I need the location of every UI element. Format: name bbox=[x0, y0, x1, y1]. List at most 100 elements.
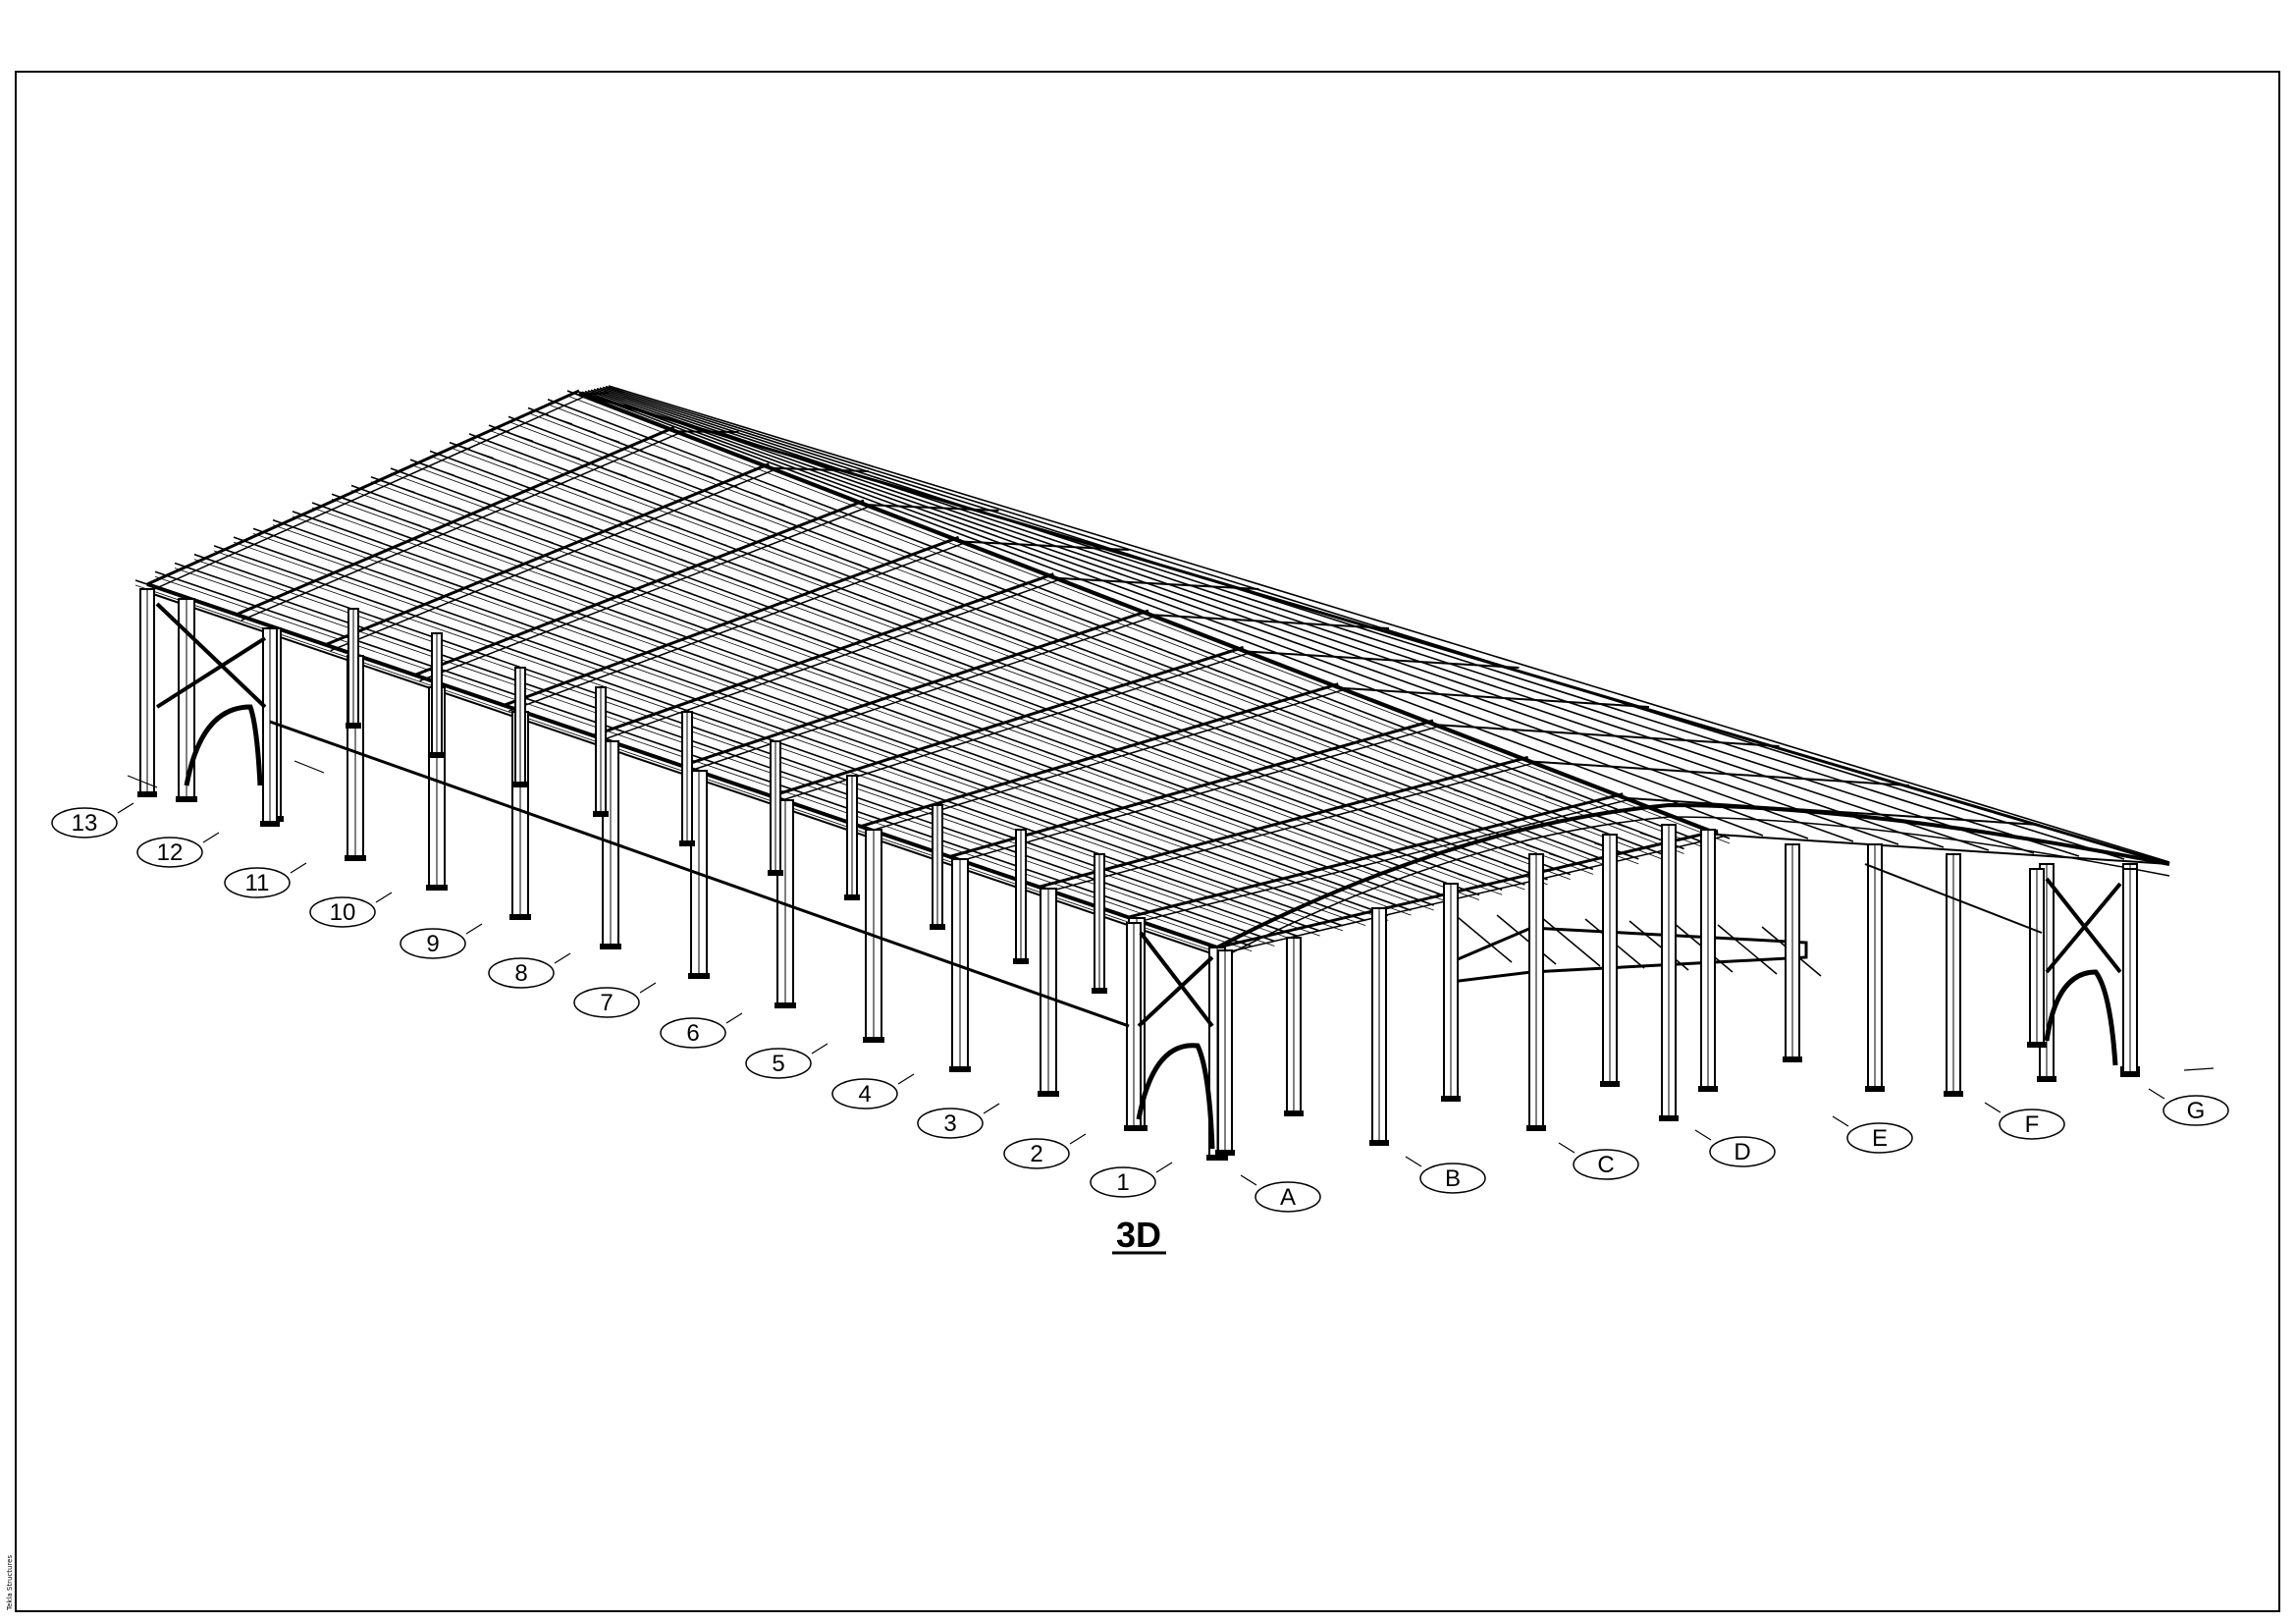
purlin-cleat bbox=[735, 727, 754, 734]
purlin-cleat bbox=[1119, 887, 1138, 894]
purlin-cleat bbox=[459, 477, 478, 485]
back-purlin bbox=[590, 389, 1899, 845]
purlin-cleat bbox=[351, 593, 370, 601]
purlin-cleat bbox=[517, 561, 537, 568]
purlin-cleat bbox=[558, 545, 577, 552]
grid-row-4-label: 4 bbox=[858, 1081, 871, 1108]
purlin-cleat bbox=[222, 578, 240, 586]
purlin-cleat bbox=[586, 585, 606, 593]
front-column-base-plate bbox=[509, 914, 531, 920]
purlin-cleat bbox=[861, 534, 880, 542]
grid-col-B-leader bbox=[1405, 1156, 1422, 1167]
purlin-cleat bbox=[1141, 868, 1160, 876]
purlin-cleat bbox=[261, 562, 281, 569]
purlin-cleat bbox=[645, 695, 664, 703]
grid-col-B-circle bbox=[1419, 1163, 1486, 1194]
purlin-cleat bbox=[911, 731, 930, 739]
purlin-cleat bbox=[627, 569, 646, 577]
purlin-cleat bbox=[984, 612, 1003, 620]
purlin-cleat bbox=[872, 802, 891, 810]
grid-row-10-label: 10 bbox=[330, 899, 356, 926]
purlin-cleat bbox=[1502, 836, 1521, 843]
purlin-cleat bbox=[931, 710, 949, 718]
grid-tick bbox=[294, 760, 325, 774]
grid-col-A-leader bbox=[1240, 1174, 1257, 1186]
purlin-cleat bbox=[983, 813, 1002, 821]
purlin-cleat bbox=[1253, 853, 1272, 861]
grid-row-2-label: 2 bbox=[1030, 1141, 1042, 1167]
purlin-cleat bbox=[529, 503, 548, 511]
mezzanine-joist bbox=[1452, 912, 1513, 963]
grid-row-5-leader bbox=[811, 1043, 828, 1055]
grid-row-8-leader bbox=[554, 952, 571, 964]
purlin-cleat bbox=[656, 487, 674, 495]
purlin bbox=[507, 415, 1662, 855]
back-rafter bbox=[1053, 576, 1259, 590]
purlin-cleat bbox=[1616, 823, 1634, 831]
purlin-cleat bbox=[667, 554, 687, 562]
purlin-cleat bbox=[1545, 796, 1564, 804]
purlin-cleat bbox=[980, 756, 998, 764]
purlin-cleat bbox=[1222, 731, 1241, 738]
grid-row-6-circle bbox=[660, 1017, 726, 1049]
purlin-cleat bbox=[1409, 800, 1427, 808]
purlin-cleat bbox=[650, 578, 669, 586]
back-rafter bbox=[578, 392, 610, 396]
purlin-cleat bbox=[514, 434, 534, 442]
purlin-cleat bbox=[414, 584, 433, 592]
rafter-flange bbox=[954, 726, 1439, 864]
back-purlin bbox=[584, 390, 1809, 839]
purlin-cleat bbox=[1476, 798, 1496, 806]
purlin-cleat bbox=[523, 593, 542, 601]
back-rafter bbox=[1243, 650, 1520, 669]
front-column-base-plate bbox=[774, 1002, 796, 1008]
gable-arch-rafter bbox=[1216, 802, 2170, 949]
purlin-cleat bbox=[1498, 778, 1517, 785]
purlin-cleat bbox=[797, 690, 816, 698]
purlin-cleat bbox=[973, 696, 992, 704]
purlin-cleat bbox=[828, 786, 846, 794]
rafter bbox=[860, 682, 1339, 829]
purlin-cleat bbox=[1238, 678, 1257, 686]
bracing bbox=[155, 602, 2122, 1150]
purlin-cleat bbox=[632, 602, 651, 610]
purlin-cleat bbox=[1383, 763, 1402, 771]
grid-row-8: 8 bbox=[488, 952, 571, 989]
gable-x-brace bbox=[1137, 955, 1214, 1028]
grid-row-10-leader bbox=[375, 892, 393, 903]
purlin-cleat bbox=[568, 486, 588, 494]
purlin-cleat bbox=[1111, 747, 1131, 755]
purlin-cleat bbox=[561, 452, 580, 460]
back-rafter bbox=[1717, 834, 2170, 865]
purlin-cleat bbox=[436, 468, 454, 476]
purlin-cleat bbox=[380, 511, 399, 518]
purlin-cleat bbox=[1480, 854, 1499, 862]
back-purlin bbox=[602, 386, 2080, 857]
purlin-cleat bbox=[637, 633, 656, 641]
longitudinal-tie bbox=[269, 720, 1130, 1028]
rafter bbox=[1038, 755, 1529, 889]
purlin-cleat bbox=[379, 632, 398, 640]
purlin-cleat bbox=[318, 519, 337, 527]
purlin-cleat bbox=[1073, 844, 1093, 852]
purlin-cleat bbox=[621, 537, 640, 545]
grid-row-11-circle bbox=[224, 867, 291, 898]
purlin-cleat bbox=[506, 617, 524, 624]
purlin-cleat bbox=[790, 508, 809, 515]
purlin-cleat bbox=[426, 527, 445, 535]
purlin-cleat bbox=[884, 693, 904, 701]
purlin-cleat bbox=[1139, 813, 1157, 821]
back-purlin bbox=[608, 385, 2170, 863]
purlin-cleat bbox=[690, 711, 709, 719]
purlin-cleat bbox=[686, 680, 706, 688]
purlin-cleat bbox=[862, 685, 881, 693]
purlin-cleat bbox=[1522, 786, 1540, 794]
purlin-cleat bbox=[1049, 809, 1068, 817]
grid-col-D: D bbox=[1694, 1129, 1776, 1167]
grid-col-E-label: E bbox=[1872, 1125, 1888, 1152]
grid-col-C-leader bbox=[1558, 1142, 1575, 1154]
front-column-base-plate bbox=[688, 973, 710, 979]
purlin-cleat bbox=[419, 617, 438, 624]
grid-row-4-circle bbox=[831, 1078, 898, 1110]
